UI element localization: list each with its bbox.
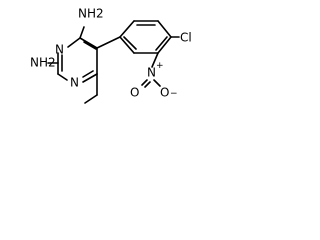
bond-n-o-right	[153, 79, 161, 87]
bond-n-o-left-double	[144, 81, 151, 88]
bond-n-o-left	[141, 79, 148, 86]
bond-c4-n3	[67, 37, 81, 48]
minus-charge: −	[170, 89, 178, 99]
plus-charge: +	[156, 61, 164, 71]
phenyl-ring	[119, 20, 172, 54]
nitro-n-label: N	[147, 66, 156, 80]
ring-n-bottom: N	[70, 76, 79, 90]
ring-n-top: N	[55, 43, 64, 57]
nitro-o-right: O	[160, 86, 169, 100]
chlorine-label: Cl	[180, 31, 192, 45]
bond-c-nitro	[151, 52, 159, 68]
nh2-label-left: NH2	[30, 56, 56, 70]
bond-c4-nh2	[79, 26, 85, 39]
bond-ph-3	[157, 20, 172, 38]
bond-c6-n1-double	[82, 70, 94, 78]
nh2-label-top: NH2	[78, 7, 104, 21]
bond-ph-6-double	[123, 36, 137, 50]
bond-ph-6	[119, 36, 135, 54]
pyrimidine-ring	[57, 37, 98, 83]
bond-ethyl-2	[84, 94, 98, 104]
bond-c4-c5	[79, 37, 98, 49]
bond-n1-c2	[57, 73, 68, 81]
structure-canvas: NH2 N NH2 N Cl N + O O −	[0, 0, 213, 145]
bond-ph-4	[157, 36, 172, 54]
bond-ph-1	[119, 20, 135, 38]
bond-ph-4-double	[155, 36, 168, 51]
bond-c6-n1	[82, 73, 98, 83]
bond-c5-phenyl	[96, 36, 121, 49]
chemical-structure: NH2 N NH2 N Cl N + O O −	[30, 7, 192, 104]
bond-c4-c5-double	[83, 41, 97, 50]
nitro-o-left: O	[130, 86, 139, 100]
